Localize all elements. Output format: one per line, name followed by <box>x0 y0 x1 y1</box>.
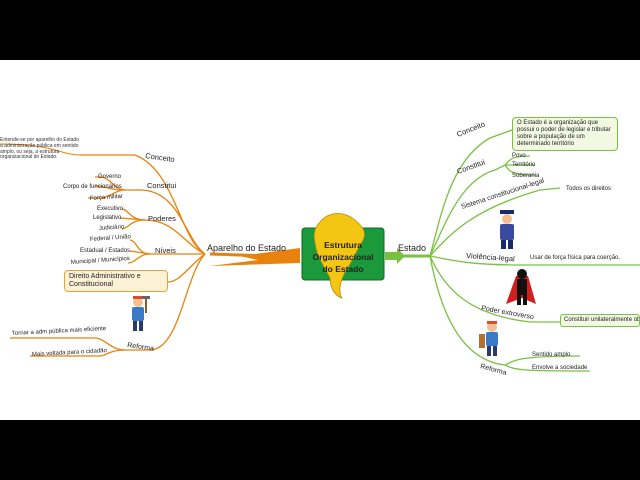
left-constitui-item[interactable]: Governo <box>98 174 122 180</box>
left-niveis-label[interactable]: Níveis <box>155 246 176 255</box>
left-arrow-shape <box>210 248 300 266</box>
link-violencia-right <box>429 255 640 266</box>
mind-map-canvas: Estrutura Organizacional do Estado Apare… <box>0 60 640 420</box>
worker-icon <box>479 321 498 356</box>
right-arrow-shape <box>385 248 405 264</box>
center-title-line2: Organizacional <box>313 252 374 262</box>
link-poder-right <box>429 255 560 323</box>
right-constitui-label[interactable]: Constitui <box>456 157 487 176</box>
mind-map: Estrutura Organizacional do Estado Apare… <box>0 119 640 377</box>
left-poderes-item[interactable]: Judiciário <box>99 224 125 232</box>
link-sistema-right <box>429 187 561 257</box>
link-constitui-left <box>125 189 206 255</box>
link-constitui-right <box>429 164 506 257</box>
police-icon <box>500 210 514 249</box>
center-title-line3: do Estado <box>322 264 363 274</box>
link-poderes-left <box>144 219 206 255</box>
right-reforma-item[interactable]: Sentido amplo <box>532 352 571 358</box>
left-constitui-item[interactable]: Força militar <box>90 194 123 202</box>
right-reforma-item[interactable]: Envolve a sociedade <box>532 365 588 371</box>
left-poderes-label[interactable]: Poderes <box>148 214 176 223</box>
left-poderes-item[interactable]: Executivo <box>97 206 124 212</box>
link-reforma-right <box>429 255 506 366</box>
left-poderes-item[interactable]: Legislativo <box>93 215 122 221</box>
center-node[interactable]: Estrutura Organizacional do Estado <box>301 213 385 299</box>
link-reforma-left <box>125 253 206 351</box>
superhero-icon <box>506 269 536 305</box>
right-poder-note[interactable]: Constituir unilateralmente obrigações pa… <box>560 314 640 327</box>
left-reforma-item[interactable]: Mais voltada para o cidadão <box>32 348 108 358</box>
right-sistema-item[interactable]: Todos os direitos <box>566 186 611 192</box>
left-branch-lines <box>0 143 301 357</box>
right-conceito-label[interactable]: Conceito <box>455 119 486 138</box>
left-branch-title[interactable]: Aparelho do Estado <box>207 243 286 253</box>
link-direito-left <box>167 253 206 283</box>
right-constitui-item[interactable]: Território <box>512 162 536 168</box>
brazil-map-icon <box>313 213 365 299</box>
left-direito-box[interactable]: Direito Administrativo e Constitucional <box>64 270 168 293</box>
left-constitui-item[interactable]: Corpo de funcionários <box>63 184 122 190</box>
right-constitui-item[interactable]: Soberania <box>512 173 540 179</box>
left-niveis-item[interactable]: Federal / União <box>90 234 132 243</box>
right-branch-title[interactable]: Estado <box>398 243 426 253</box>
left-reforma-label[interactable]: Reforma <box>127 342 155 353</box>
worker-icon <box>132 296 150 331</box>
left-niveis-item[interactable]: Municipal / Municípios <box>71 256 130 266</box>
link-conceito-right <box>429 129 513 257</box>
right-branch-lines <box>385 129 640 372</box>
right-conceito-note[interactable]: O Estado é a organização que possui o po… <box>512 117 618 151</box>
center-title-line1: Estrutura <box>324 240 362 250</box>
left-niveis-item[interactable]: Estadual / Estados <box>80 248 130 254</box>
left-reforma-item[interactable]: Tornar a adm pública mais eficiente <box>12 326 107 337</box>
left-constitui-label[interactable]: Constitui <box>147 181 177 190</box>
right-violencia-item[interactable]: Usar de força física para coerção. <box>530 255 620 261</box>
left-conceito-note: Entende-se por aparelho do Estado a admi… <box>0 137 79 161</box>
right-constitui-item[interactable]: Povo <box>512 153 526 159</box>
left-conceito-label[interactable]: Conceito <box>145 151 176 164</box>
right-violencia-label[interactable]: Violência-legal <box>466 251 515 263</box>
